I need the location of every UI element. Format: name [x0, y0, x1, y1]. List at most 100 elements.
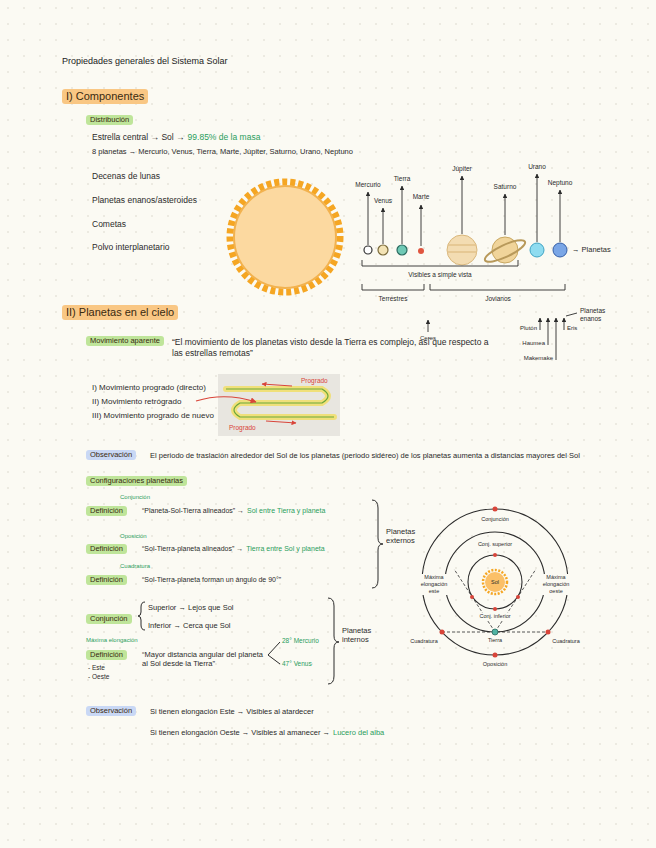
note-text: - Oeste — [88, 673, 109, 681]
orbit-diagram — [485, 572, 505, 592]
note-text: Neptuno — [548, 179, 573, 187]
note-text: Cuadratura — [120, 563, 150, 571]
grouping-brackets — [430, 284, 565, 290]
band-text: Definición — [90, 575, 123, 584]
note-text: Sol — [491, 579, 499, 586]
highlight-band: Definición — [86, 650, 127, 660]
grouping-brackets — [566, 313, 577, 316]
grouping-brackets — [362, 260, 518, 266]
note-text: Polvo interplanetario — [92, 242, 170, 253]
note-text: → Planetas — [572, 245, 611, 254]
orbit-diagram — [468, 555, 522, 609]
note-text: Terrestres — [379, 295, 408, 303]
brace — [138, 602, 145, 630]
note-text: Planetas enanos/asteroides — [92, 195, 197, 206]
grouping-brackets — [428, 320, 429, 332]
note-text: Estrella central → Sol → — [92, 132, 185, 143]
orbit-diagram — [546, 630, 551, 635]
note-text: Planetas externos — [386, 527, 434, 546]
orbit-diagram — [483, 570, 507, 594]
note-text: Superior → Lejos que Sol — [148, 603, 233, 612]
retrograde-picture — [196, 374, 340, 436]
orbit-diagram — [440, 630, 445, 635]
planet-row — [378, 245, 388, 255]
orbit-diagram — [493, 553, 497, 557]
sun-drawing — [230, 182, 340, 292]
planet-row — [505, 194, 506, 235]
planet-row — [402, 186, 403, 244]
grouping-brackets — [556, 318, 557, 360]
band-text: Distribución — [90, 115, 129, 124]
band-text: Definición — [90, 506, 123, 515]
note-text: Decenas de lunas — [92, 171, 160, 182]
retrograde-picture — [196, 397, 256, 402]
sun-drawing — [230, 182, 340, 292]
band-text: Configuraciones planetarias — [90, 476, 183, 485]
note-text: Sol entre Tierra y planeta — [247, 507, 325, 516]
band-text: Conjunción — [90, 614, 128, 623]
planet-row — [447, 235, 477, 265]
note-text: Jovianos — [485, 295, 511, 303]
note-text: Urano — [528, 163, 546, 171]
note-text: Cuadratura — [409, 638, 439, 645]
orbit-diagram — [492, 629, 498, 635]
note-text: Eris — [567, 325, 577, 333]
band-text: Movimiento aparente — [90, 336, 160, 345]
planet-row — [383, 208, 384, 244]
note-text: - Este — [88, 664, 105, 672]
brace — [328, 598, 339, 684]
highlight-band: Configuraciones planetarias — [86, 476, 187, 486]
retrograde-picture — [226, 389, 334, 417]
note-text: Venus — [374, 197, 392, 205]
planet-row — [397, 245, 407, 255]
orbit-diagram — [493, 607, 497, 611]
grouping-brackets — [564, 318, 565, 330]
highlight-band: Definición — [86, 575, 127, 585]
note-text: Haumea — [522, 340, 545, 348]
note-text: Conj. superior — [477, 541, 513, 548]
highlight-band: Definición — [86, 506, 127, 516]
brace — [268, 642, 280, 664]
planet-row — [421, 205, 422, 246]
sun-drawing — [234, 186, 336, 288]
note-text: III) Movimiento progrado de nuevo — [92, 411, 214, 421]
note-text: Oposición — [120, 533, 147, 541]
band-text: I) Componentes — [66, 90, 144, 102]
band-text: Definición — [90, 544, 123, 553]
note-text: Plutón — [520, 325, 537, 333]
note-text: Planetas internos — [342, 626, 392, 645]
planet-row — [447, 245, 477, 252]
planet-row — [462, 176, 463, 234]
planet-row — [530, 243, 544, 257]
grouping-brackets — [362, 284, 424, 290]
retrograde-picture — [266, 421, 296, 423]
note-text: “Planeta-Sol-Tierra alineados” → — [142, 507, 244, 516]
note-text: Planetas enanos — [580, 307, 628, 323]
note-text: Máxima elongación — [86, 637, 138, 645]
note-text: “El movimiento de los planetas visto des… — [172, 337, 498, 358]
highlight-band: I) Componentes — [62, 89, 148, 104]
highlight-band: Observación — [86, 450, 136, 460]
note-text: Makemake — [524, 355, 553, 363]
note-text: Tierra — [394, 175, 411, 183]
grouping-brackets — [540, 318, 541, 330]
note-text: Saturno — [494, 183, 517, 191]
note-text: Visibles a simple vista — [408, 271, 471, 279]
note-text: Cometas — [92, 219, 126, 230]
planet-row — [483, 236, 528, 265]
note-text: 28° Mercurio — [282, 637, 319, 645]
orbit-diagram — [445, 532, 545, 632]
note-text: Máxima elongación oeste — [538, 574, 574, 595]
highlight-band: Movimiento aparente — [86, 336, 164, 346]
brace — [372, 500, 383, 588]
note-text: “Sol-Tierra-planeta forman un ángulo de … — [142, 576, 281, 585]
note-text: Progrado — [300, 377, 329, 385]
orbit-diagram — [440, 507, 551, 658]
brace — [138, 500, 383, 684]
note-text: Cuadratura — [551, 638, 581, 645]
note-text: Progrado — [228, 424, 257, 432]
note-text: Conjunción — [480, 516, 510, 523]
